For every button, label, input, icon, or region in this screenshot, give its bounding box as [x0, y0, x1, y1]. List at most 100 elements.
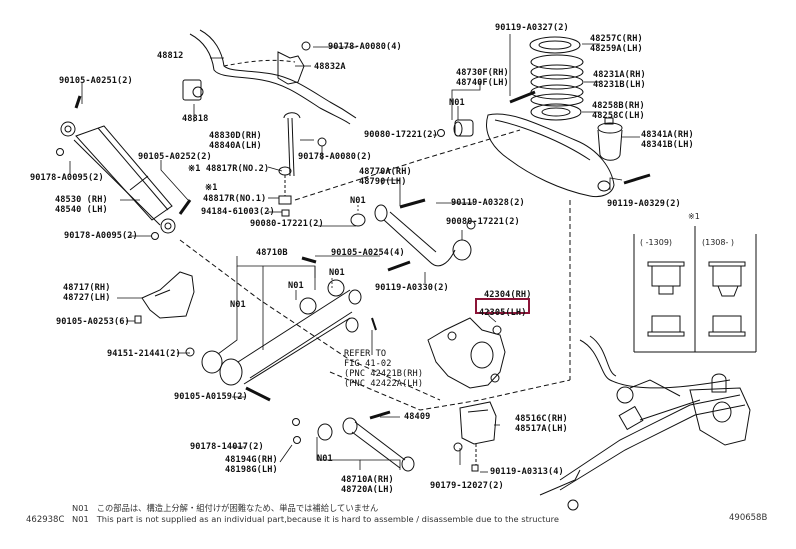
part-label-94151-21441[interactable]: 94151-21441(2) [107, 349, 181, 359]
coil-spring-icon [530, 54, 584, 107]
part-label-90119-A0313[interactable]: 90119-A0313(4) [490, 467, 564, 477]
spring-lower-seat-icon [530, 103, 582, 121]
inset-reference-mark: ※1 [205, 183, 218, 193]
highlighted-part-callout[interactable]: 42305(LH) [475, 298, 531, 318]
assembled-suspension-icon [539, 335, 751, 511]
part-number-rh: 48194G(RH) [225, 455, 278, 465]
part-label-90119-A0328[interactable]: 90119-A0328(2) [451, 198, 525, 208]
refer-note[interactable]: REFER TO FIG 41-02 (PNC 42421B(RH) (PNC … [344, 349, 423, 389]
rear-lower-arm-icon [437, 90, 651, 198]
refer-line-3: (PNC 42421B(RH) [344, 369, 424, 379]
part-label-90178-A0080-2[interactable]: 90178-A0080(2) [298, 152, 372, 162]
part-label-42304[interactable]: 42304(RH) [484, 290, 532, 300]
refer-line-4: (PNC 42422A(LH) [344, 379, 424, 389]
part-number-rh: 48257C(RH) [590, 34, 643, 44]
part-label-48730F[interactable]: 48730F(RH) 48740F(LH) [456, 68, 509, 88]
part-label-48817R-no2[interactable]: ※1 48817R(NO.2) [188, 164, 270, 174]
part-label-48194G[interactable]: 48194G(RH) 48198G(LH) [225, 455, 278, 475]
refer-line-1: REFER TO [344, 349, 387, 359]
part-label-90178-A0080-4[interactable]: 90178-A0080(4) [328, 42, 402, 52]
part-label-94184-61003[interactable]: 94184-61003(2) [201, 207, 275, 217]
part-number-lh: 48517A(LH) [515, 424, 568, 434]
lateral-link-icon [292, 410, 463, 472]
part-label-90119-A0327[interactable]: 90119-A0327(2) [495, 23, 569, 33]
link-bushing-icon [278, 166, 292, 217]
part-label-48258B[interactable]: 48258B(RH) 48258C(LH) [592, 101, 645, 121]
centerline [179, 239, 441, 401]
part-label-48717[interactable]: 48717(RH) 48727(LH) [63, 283, 110, 303]
part-number-lh: 48790(LH) [359, 177, 407, 187]
knuckle-bracket-icon [459, 401, 497, 472]
steering-knuckle-icon [427, 317, 506, 389]
n01-marker: N01 [350, 196, 366, 206]
part-label-90178-A0095-bot[interactable]: 90178-A0095(2) [64, 231, 138, 241]
part-number-rh: 48717(RH) [63, 283, 111, 293]
part-label-48770A[interactable]: 48770A(RH) 48790(LH) [359, 167, 412, 187]
n01-marker: N01 [449, 98, 465, 108]
bump-stopper-icon [597, 117, 623, 161]
part-number-rh: 48341A(RH) [641, 130, 694, 140]
part-label-48818[interactable]: 48818 [182, 114, 209, 124]
part-number-rh: 48730F(RH) [456, 68, 509, 78]
n01-marker: N01 [329, 268, 345, 278]
part-label-48409[interactable]: 48409 [404, 412, 431, 422]
part-label-90178-A0095-top[interactable]: 90178-A0095(2) [30, 173, 104, 183]
part-number-lh: 48540 (LH) [55, 205, 108, 215]
footnote-text: This part is not supplied as an individu… [96, 514, 559, 524]
part-label-90119-A0330[interactable]: 90119-A0330(2) [375, 283, 449, 293]
part-number-rh: 48516C(RH) [515, 414, 568, 424]
part-label-90105-A0253[interactable]: 90105-A0253(6) [56, 317, 130, 327]
figure-id-left: 462938C [26, 515, 65, 525]
part-label-48257C[interactable]: 48257C(RH) 48259A(LH) [590, 34, 643, 54]
part-label-48817R-no1[interactable]: 48817R(NO.1) [203, 194, 267, 204]
part-label-48530[interactable]: 48530 (RH) 48540 (LH) [55, 195, 108, 215]
stabilizer-bushing-icon [182, 79, 204, 101]
part-label-48341A[interactable]: 48341A(RH) 48341B(LH) [641, 130, 694, 150]
part-label-48231A[interactable]: 48231A(RH) 48231B(LH) [593, 70, 646, 90]
shock-absorber-icon [56, 95, 192, 240]
part-label-90080-17221-c[interactable]: 90080-17221(2) [446, 217, 520, 227]
inset-marker: ※1 [688, 212, 700, 221]
part-number-lh: 48259A(LH) [590, 44, 643, 54]
footnote-en: N01 This part is not supplied as an indi… [72, 514, 559, 524]
part-number-lh: 48231B(LH) [593, 80, 646, 90]
part-number-rh: 48830D(RH) [209, 131, 262, 141]
part-label-90179-12027[interactable]: 90179-12027(2) [430, 481, 504, 491]
refer-line-2: FIG 41-02 [344, 359, 392, 369]
part-number-lh: 48258C(LH) [592, 111, 645, 121]
n01-brackets [295, 106, 459, 300]
part-number-rh: 48231A(RH) [593, 70, 646, 80]
footnote-jp: N01 この部品は、構造上分解・組付けが困難なため、単品では補給していません [72, 502, 378, 514]
footnote-text: この部品は、構造上分解・組付けが困難なため、単品では補給していません [96, 503, 379, 513]
part-label-48710B[interactable]: 48710B [256, 248, 288, 258]
part-number-rh: 48770A(RH) [359, 167, 412, 177]
n01-marker: N01 [317, 454, 333, 464]
spring-upper-seat-icon [529, 36, 581, 54]
inset-col2-header: (1308- ) [702, 238, 735, 247]
part-label-48830D[interactable]: 48830D(RH) 48840A(LH) [209, 131, 262, 151]
part-label-48516C[interactable]: 48516C(RH) 48517A(LH) [515, 414, 568, 434]
upper-control-arm-icon [350, 198, 476, 272]
part-label-48710A[interactable]: 48710A(RH) 48720A(LH) [341, 475, 394, 495]
part-number-rh: 48258B(RH) [592, 101, 645, 111]
part-label-90178-14017[interactable]: 90178-14017(2) [190, 442, 264, 452]
part-label-90105-A0159[interactable]: 90105-A0159(2) [174, 392, 248, 402]
part-label-90105-A0251[interactable]: 90105-A0251(2) [59, 76, 133, 86]
part-number-lh: 48740F(LH) [456, 78, 509, 88]
part-label-90105-A0254[interactable]: 90105-A0254(4) [331, 248, 405, 258]
inset-col1-header: ( -1309) [640, 238, 673, 247]
part-number-rh: 48710A(RH) [341, 475, 394, 485]
part-number-rh: 48530 (RH) [55, 195, 108, 205]
centerline [294, 129, 521, 201]
part-label-90080-17221-a[interactable]: 90080-17221(2) [250, 219, 324, 229]
part-label-90105-A0252[interactable]: 90105-A0252(2) [138, 152, 212, 162]
part-label-48832A[interactable]: 48832A [314, 62, 346, 72]
part-number-lh: 48341B(LH) [641, 140, 694, 150]
part-label-90080-17221-b[interactable]: 90080-17221(2) [364, 130, 438, 140]
stabilizer-link-icon [283, 112, 327, 177]
part-label-90119-A0329[interactable]: 90119-A0329(2) [607, 199, 681, 209]
part-label-48812[interactable]: 48812 [157, 51, 184, 61]
leader-lines [69, 34, 640, 473]
